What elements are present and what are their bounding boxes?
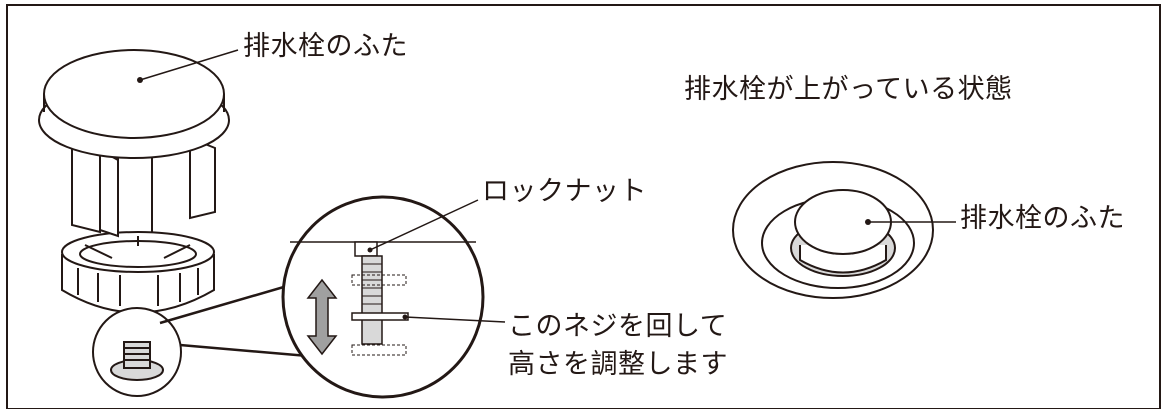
washer: [351, 312, 409, 321]
detail-large-circle: [281, 195, 485, 399]
label-drain-cap-right: 排水栓のふた: [960, 203, 1125, 234]
plug-base-top: [61, 231, 215, 273]
label-adjust-line2: 高さを調整します: [508, 349, 728, 380]
label-drain-cap-left: 排水栓のふた: [243, 31, 408, 62]
up-down-arrow: [306, 278, 338, 356]
leader-adjust: [404, 316, 506, 323]
adjust-screw: [361, 255, 383, 345]
label-lock-nut: ロックナット: [482, 176, 647, 207]
drain-plug-drawing: [38, 49, 230, 314]
frame-border: [6, 4, 1161, 409]
label-adjust-line1: このネジを回して: [508, 311, 728, 342]
label-adjust-instruction: このネジを回して 高さを調整します: [508, 308, 728, 384]
leader-cap-left: [139, 49, 239, 81]
label-raised-state: 排水栓が上がっている状態: [684, 74, 1013, 105]
raised-drain-drawing: [732, 161, 934, 299]
leader-locknut: [369, 199, 479, 251]
plug-fin-front: [99, 148, 119, 238]
detail-small-circle: [92, 307, 182, 397]
